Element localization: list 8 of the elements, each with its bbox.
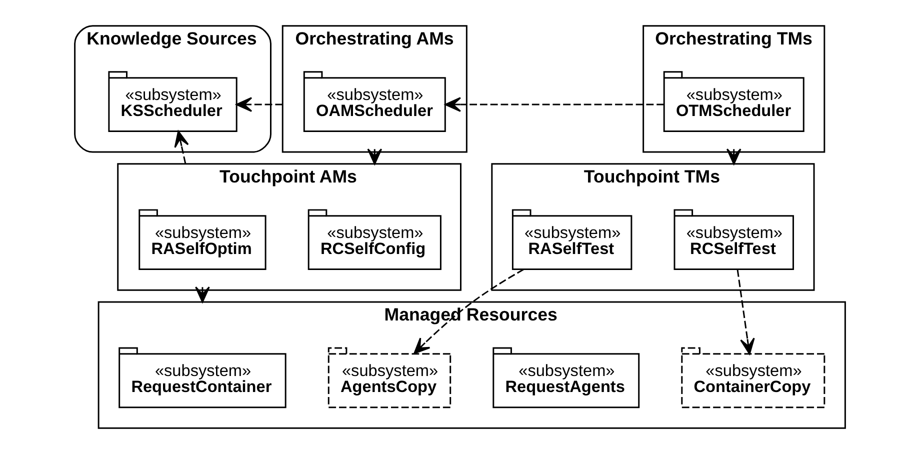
arrow <box>174 130 189 164</box>
arrow <box>414 268 524 354</box>
arrow <box>236 97 283 112</box>
arrow <box>367 148 382 165</box>
arrow <box>726 148 742 165</box>
arrow <box>736 269 755 355</box>
arrow <box>444 97 664 112</box>
arrow <box>195 286 210 303</box>
